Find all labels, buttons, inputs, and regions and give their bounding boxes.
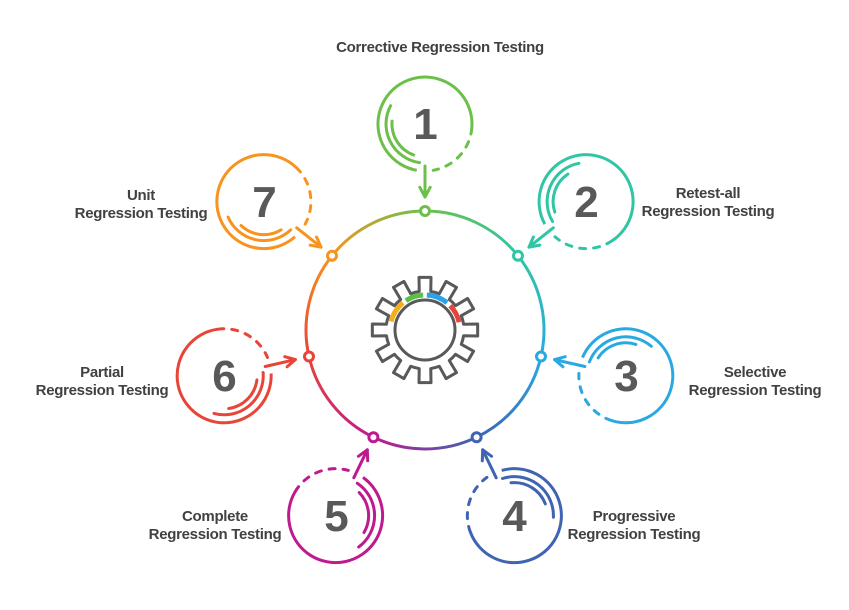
item-5-label-line-1: Complete (182, 508, 248, 525)
step-numbers: 1 2 3 4 5 6 7 (212, 100, 638, 541)
item-7-swoosh-inner (239, 224, 283, 237)
ring-node-1 (419, 205, 431, 217)
item-5-number: 5 (324, 492, 348, 541)
item-4-swoosh-inner (509, 481, 547, 506)
item-7-label-line-1: Unit (127, 187, 155, 204)
ring-segment-7-1 (330, 209, 426, 257)
ring-segment-3-4 (475, 356, 543, 439)
gear-accent-red-arc (448, 303, 462, 323)
item-6-label-line-1: Partial (80, 364, 124, 381)
item-2-group (512, 153, 635, 262)
item-4-circle (468, 467, 563, 565)
gear-accent-green-arc (404, 292, 424, 303)
item-7-number: 7 (252, 178, 275, 227)
item-7-circle-dashed (294, 166, 313, 226)
ring-segment-4-5 (372, 435, 478, 451)
item-1-label-line-1: Corrective Regression Testing (336, 39, 544, 56)
item-labels: Corrective Regression Testing Retest-all… (36, 39, 822, 543)
item-2-arrow (527, 226, 555, 249)
item-3-circle-dashed (577, 372, 613, 422)
item-2-swoosh-inner (551, 172, 570, 214)
item-2-circle-dashed (553, 235, 614, 251)
item-4-label-line-2: Regression Testing (568, 526, 701, 543)
item-7-swoosh (226, 215, 293, 243)
item-6-circle-dashed (216, 327, 269, 359)
ring-node-3 (535, 350, 547, 363)
ring-node-6 (303, 350, 315, 363)
item-6-number: 6 (212, 352, 235, 401)
item-3-label-line-2: Regression Testing (689, 382, 822, 399)
item-3-swoosh-inner (596, 341, 638, 360)
ring-node-5 (367, 431, 380, 444)
item-6-circle (175, 327, 273, 425)
item-7-arrow (295, 226, 323, 249)
item-6-arrowhead (283, 355, 297, 369)
gear-icon (370, 275, 480, 385)
item-3-arrowhead (553, 355, 567, 369)
item-5-swoosh-inner (357, 491, 371, 534)
gear-inner-circle (393, 298, 457, 362)
item-6-swoosh-inner (227, 378, 259, 410)
item-5-circle-dashed (293, 467, 350, 494)
item-3-group (535, 327, 675, 425)
item-3-circle (581, 327, 675, 425)
item-5-label-line-2: Regression Testing (149, 526, 282, 543)
ring-segment-5-6 (307, 356, 375, 439)
item-2-number: 2 (574, 178, 597, 227)
item-1-swoosh-inner (390, 119, 416, 157)
item-7-group (215, 153, 338, 262)
item-3-swoosh (587, 335, 653, 364)
ring-node-4 (470, 431, 483, 444)
item-5-circle (287, 476, 385, 565)
item-4-label-line-1: Progressive (593, 508, 676, 525)
item-3-arrow (553, 358, 587, 368)
item-4-group (465, 431, 563, 565)
item-1-swoosh (384, 104, 422, 165)
gear-accent-yellow-arc (388, 300, 405, 323)
item-4-arrowhead (480, 448, 494, 463)
item-6-swoosh (212, 371, 265, 417)
item-7-label-line-2: Regression Testing (75, 205, 208, 222)
item-7-arrowhead (308, 235, 323, 249)
ring-node-7 (326, 249, 338, 262)
gear-accent-blue-arc (426, 292, 449, 305)
item-4-swoosh (501, 475, 555, 519)
item-5-arrow (352, 448, 369, 480)
item-1-group (376, 75, 474, 217)
item-1-circle-dashed (431, 126, 474, 172)
item-2-swoosh (545, 161, 581, 223)
item-1-arrowhead (418, 185, 432, 199)
item-5-swoosh (355, 481, 377, 549)
item-6-label-line-2: Regression Testing (36, 382, 169, 399)
main-ring (304, 209, 546, 451)
ring-node-2 (512, 249, 524, 262)
item-5-arrowhead (356, 448, 370, 463)
item-6-group (175, 327, 315, 425)
item-6-arrow (263, 358, 297, 368)
item-3-label-line-1: Selective (724, 364, 786, 381)
item-5-group (287, 431, 385, 565)
item-1-circle (376, 75, 474, 172)
item-2-label-line-2: Regression Testing (642, 203, 775, 220)
item-2-arrowhead (527, 235, 542, 249)
ring-segment-6-7 (304, 254, 334, 357)
item-4-arrow (481, 448, 498, 480)
ring-segment-2-3 (516, 254, 546, 357)
ring-segment-1-2 (424, 209, 520, 257)
item-2-label-line-1: Retest-all (676, 185, 741, 202)
item-4-circle-dashed (465, 475, 489, 534)
item-2-circle (537, 153, 635, 243)
gear-outline (370, 275, 480, 385)
item-7-circle (215, 153, 298, 251)
item-4-number: 4 (502, 492, 527, 541)
item-3-number: 3 (614, 352, 637, 401)
item-1-number: 1 (413, 100, 437, 149)
